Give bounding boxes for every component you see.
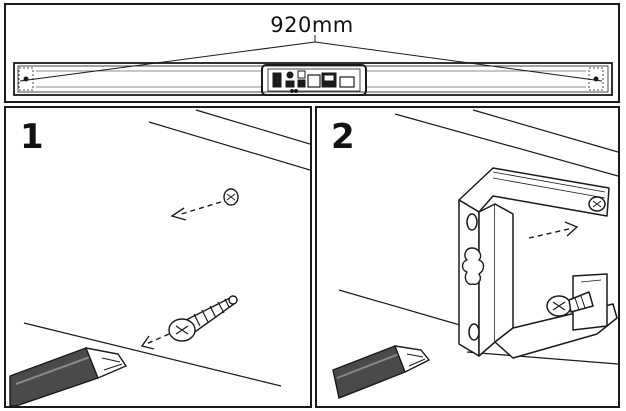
- wall-edges: [24, 110, 310, 386]
- screwdriver-icon: [333, 346, 429, 398]
- width-dimension-label: 920mm: [6, 13, 618, 37]
- screw-direction-arrow-icon: [142, 334, 169, 349]
- step-1-drawing: [6, 108, 310, 406]
- insert-arrow-icon: [172, 202, 221, 220]
- soundbar-body: [14, 63, 612, 95]
- wall-anchor-icon: [224, 189, 238, 205]
- wall-bracket-icon: [459, 168, 617, 358]
- screwdriver-icon: [10, 348, 126, 406]
- slide-direction-arrow-icon: [529, 222, 577, 238]
- step-1-panel: 1: [4, 106, 312, 408]
- overview-panel: 920mm: [4, 3, 620, 103]
- step-2-drawing: [317, 108, 618, 406]
- dimension-lines: [20, 35, 602, 81]
- connector-panel: [262, 65, 366, 95]
- step-1-number: 1: [20, 120, 44, 154]
- step-2-number: 2: [331, 120, 355, 154]
- step-2-panel: 2: [315, 106, 620, 408]
- screw-icon: [169, 296, 237, 341]
